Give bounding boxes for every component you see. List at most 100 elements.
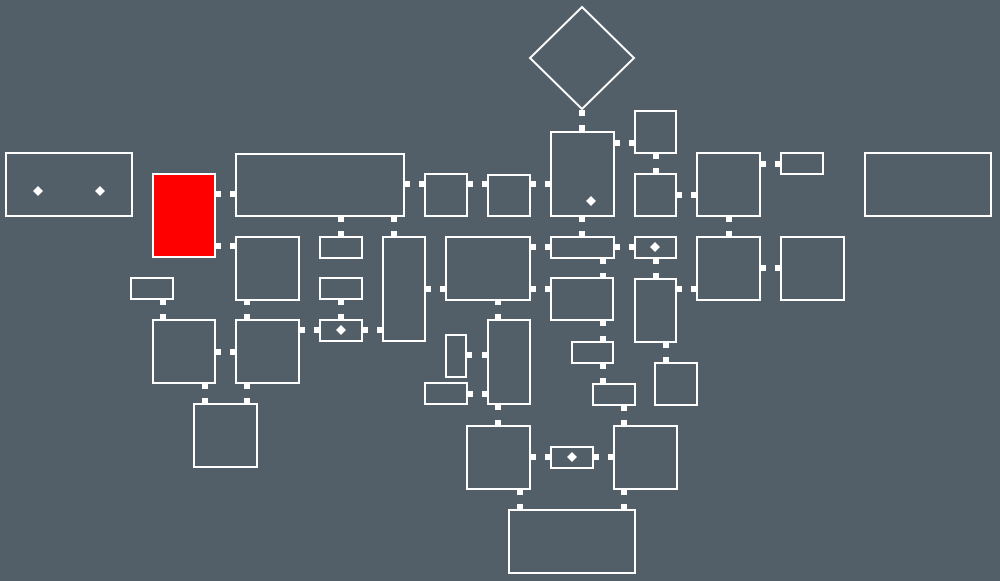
door — [663, 357, 669, 363]
door — [530, 244, 536, 250]
door — [160, 299, 166, 305]
door — [338, 314, 344, 320]
diamond-icon — [650, 242, 660, 252]
room — [193, 403, 258, 468]
doors-layer — [160, 110, 781, 510]
door — [482, 181, 488, 187]
door — [579, 216, 585, 222]
door — [593, 454, 599, 460]
room — [424, 173, 468, 217]
door — [545, 454, 551, 460]
door — [579, 231, 585, 237]
door — [653, 273, 659, 279]
door — [202, 398, 208, 404]
door — [775, 161, 781, 167]
door — [726, 216, 732, 222]
door — [244, 314, 250, 320]
door — [419, 181, 425, 187]
door — [530, 286, 536, 292]
door — [663, 342, 669, 348]
room — [864, 152, 992, 217]
room — [130, 277, 174, 300]
door — [760, 161, 766, 167]
door — [338, 299, 344, 305]
door — [244, 398, 250, 404]
door — [482, 352, 488, 358]
door — [608, 454, 614, 460]
door — [653, 153, 659, 159]
door — [244, 383, 250, 389]
door — [530, 454, 536, 460]
room — [592, 383, 636, 406]
door — [391, 216, 397, 222]
room — [235, 236, 300, 301]
door — [160, 314, 166, 320]
door — [600, 320, 606, 326]
door — [600, 363, 606, 369]
door — [467, 181, 473, 187]
diamond-icon — [33, 186, 43, 196]
door — [621, 504, 627, 510]
door — [495, 299, 501, 305]
current-room — [152, 173, 216, 258]
room — [5, 152, 133, 217]
door — [215, 243, 221, 249]
door — [629, 244, 635, 250]
door — [495, 420, 501, 426]
door — [545, 181, 551, 187]
door — [404, 181, 410, 187]
door — [230, 191, 236, 197]
door — [530, 181, 536, 187]
door — [215, 191, 221, 197]
diamond-icon — [567, 452, 577, 462]
door — [440, 286, 446, 292]
door — [760, 265, 766, 271]
markers-layer — [33, 186, 660, 462]
door — [579, 110, 585, 116]
door — [691, 192, 697, 198]
door — [467, 391, 473, 397]
door — [691, 286, 697, 292]
door — [621, 405, 627, 411]
diamond-icon — [95, 186, 105, 196]
room — [487, 319, 531, 405]
door — [614, 244, 620, 250]
door — [230, 349, 236, 355]
door — [391, 231, 397, 237]
door — [775, 265, 781, 271]
rooms-layer — [5, 5, 992, 574]
door — [653, 168, 659, 174]
door — [629, 140, 635, 146]
door — [299, 327, 305, 333]
door — [621, 489, 627, 495]
door — [579, 125, 585, 131]
door — [244, 299, 250, 305]
door — [676, 192, 682, 198]
door — [653, 258, 659, 264]
diamond-icon — [336, 325, 346, 335]
door — [202, 383, 208, 389]
door — [517, 504, 523, 510]
boss-room — [528, 5, 636, 111]
room — [654, 362, 698, 406]
door — [600, 273, 606, 279]
door — [600, 378, 606, 384]
door — [545, 244, 551, 250]
door — [495, 314, 501, 320]
door — [621, 420, 627, 426]
room — [571, 341, 614, 364]
door — [600, 336, 606, 342]
door — [466, 352, 472, 358]
door — [676, 286, 682, 292]
door — [362, 327, 368, 333]
room — [508, 509, 636, 574]
door — [517, 489, 523, 495]
room — [445, 236, 531, 301]
door — [545, 286, 551, 292]
door — [600, 258, 606, 264]
door — [338, 216, 344, 222]
door — [230, 243, 236, 249]
door — [314, 327, 320, 333]
door — [495, 404, 501, 410]
